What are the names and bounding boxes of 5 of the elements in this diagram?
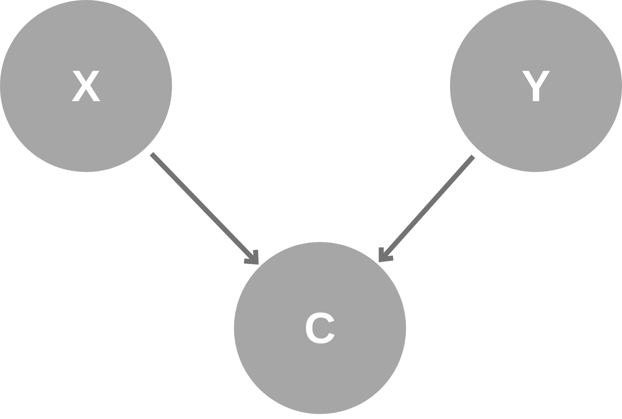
circle-node: X: [0, 0, 172, 172]
circle-node: Y: [450, 0, 622, 172]
arrow: [150, 152, 259, 265]
arrow: [378, 154, 476, 262]
circle-node: C: [234, 242, 406, 414]
